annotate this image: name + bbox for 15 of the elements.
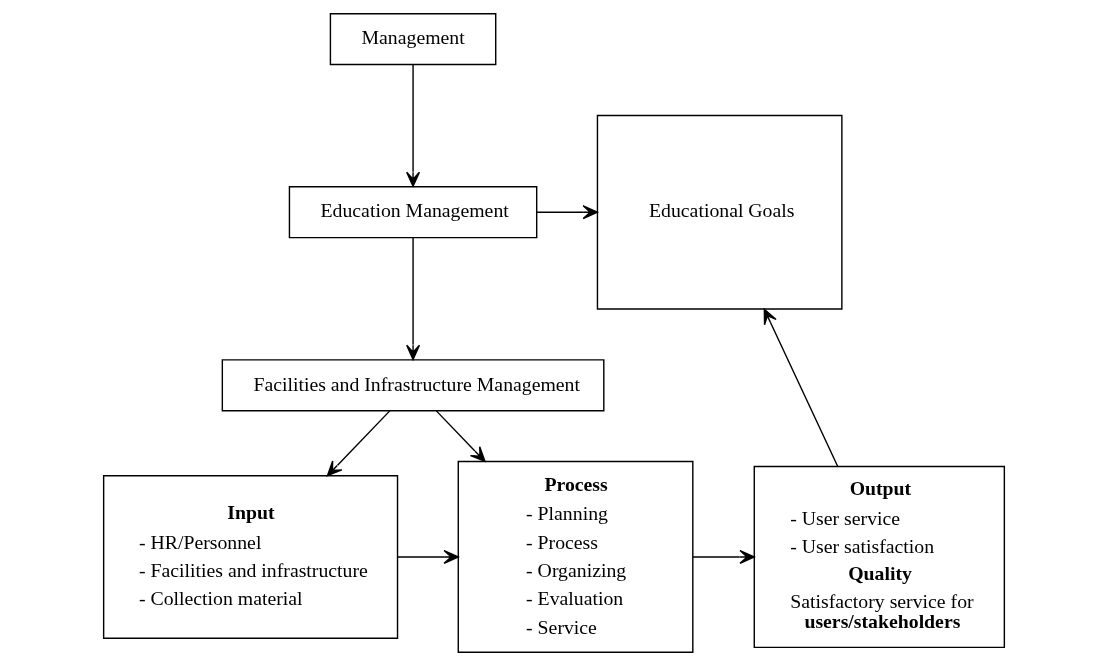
arrow [396, 549, 459, 564]
arrow [435, 410, 486, 463]
node-box: Output - User service - User satisfaction Quality Satisfactory service for users/stakeholders [753, 465, 1005, 649]
node-box: Educational Goals [596, 114, 843, 310]
node-box: Input - HR/Personnel - Facilities and infrastructure - Collection material [102, 475, 398, 639]
node-box: Management [329, 13, 496, 66]
arrow [691, 549, 755, 564]
arrow [405, 63, 420, 188]
arrow [326, 410, 390, 477]
arrow [535, 205, 598, 220]
node-box: Facilities and Infrastructure Management [221, 359, 604, 412]
node-box: Education Management [288, 186, 537, 239]
arrow [763, 308, 838, 467]
arrow [405, 236, 420, 361]
node-box: Process - Planning - Process - Organizing - Evaluation - Service [457, 460, 693, 653]
